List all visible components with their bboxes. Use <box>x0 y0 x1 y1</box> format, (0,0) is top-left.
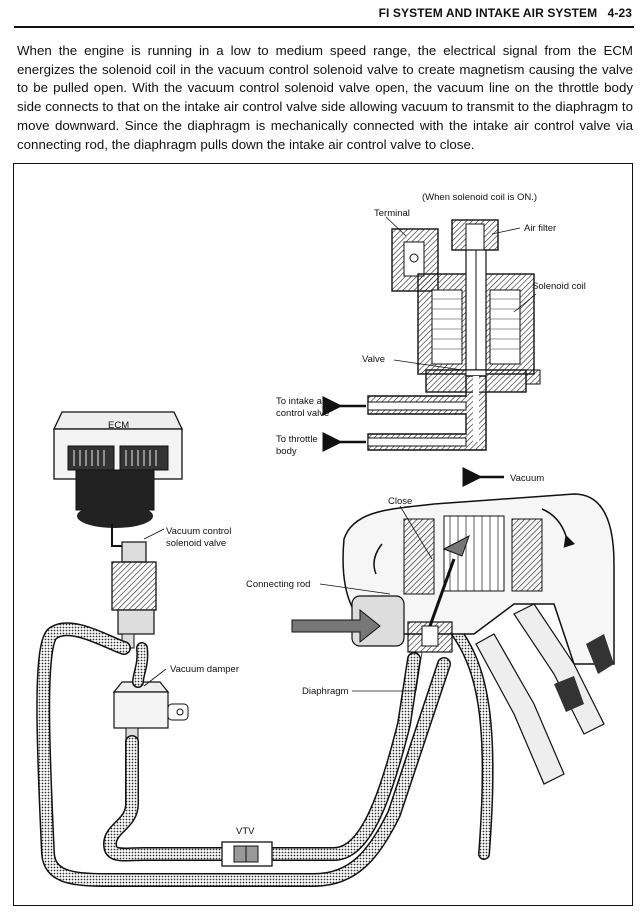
to-intake-air-label-1: To intake air <box>276 396 327 407</box>
vtv-label: VTV <box>236 826 255 837</box>
vacuum-control-solenoid <box>111 541 157 649</box>
ecm-label: ECM <box>108 420 129 431</box>
valve-label: Valve <box>362 354 385 365</box>
body-paragraph: When the engine is running in a low to m… <box>17 43 633 152</box>
solenoid-valve-cross-section <box>367 219 541 451</box>
vacuum-control-label-1: Vacuum control <box>166 526 231 537</box>
to-intake-air-label-2: control valve <box>276 408 329 419</box>
section-title: FI SYSTEM AND INTAKE AIR SYSTEM <box>378 6 598 20</box>
solenoid-coil-label: Solenoid coil <box>532 281 586 292</box>
vacuum-damper <box>112 681 189 743</box>
diaphragm-label: Diaphragm <box>302 686 349 697</box>
vtv-valve <box>221 841 273 867</box>
to-throttle-label-2: body <box>276 446 297 457</box>
vacuum-hoses <box>36 618 494 887</box>
connecting-rod-label: Connecting rod <box>246 579 310 590</box>
vacuum-damper-label: Vacuum damper <box>170 664 239 675</box>
to-throttle-label-1: To throttle <box>276 434 318 445</box>
close-label: Close <box>388 496 412 507</box>
condition-label: (When solenoid coil is ON.) <box>422 192 537 203</box>
throttle-body-assembly <box>291 493 615 785</box>
air-filter-label: Air filter <box>524 223 556 234</box>
system-diagram: (When solenoid coil is ON.) Terminal Air… <box>13 163 633 906</box>
terminal-label: Terminal <box>374 208 410 219</box>
header-title: FI SYSTEM AND INTAKE AIR SYSTEM 4-23 <box>379 6 632 20</box>
page-number: 4-23 <box>607 6 632 20</box>
vacuum-legend-label: Vacuum <box>510 473 544 484</box>
page-header: FI SYSTEM AND INTAKE AIR SYSTEM 4-23 <box>14 0 634 28</box>
ecm-unit <box>52 411 184 556</box>
vacuum-control-label-2: solenoid valve <box>166 538 226 549</box>
diagram-canvas: (When solenoid coil is ON.) Terminal Air… <box>36 192 615 887</box>
